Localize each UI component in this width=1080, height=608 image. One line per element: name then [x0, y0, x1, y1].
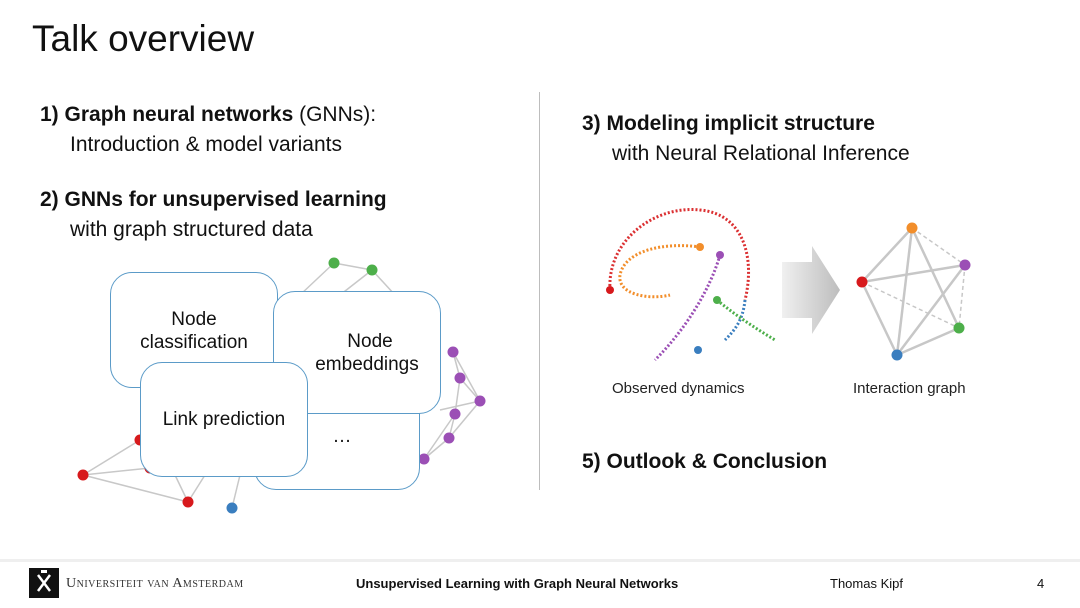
blue-node [891, 349, 903, 361]
item-2-number: 2) [40, 188, 59, 211]
observed-dynamics-figure [606, 208, 776, 362]
green-node [366, 264, 378, 276]
item-3-heading: 3) Modeling implicit structure [582, 112, 875, 136]
interaction-graph-caption: Interaction graph [853, 380, 966, 397]
blue-endpoint [694, 346, 702, 354]
purple-node [959, 259, 971, 271]
purple-node [443, 432, 455, 444]
footer-talk-title: Unsupervised Learning with Graph Neural … [356, 576, 679, 591]
arrow-icon [782, 246, 840, 334]
purple-endpoint [716, 251, 724, 259]
purple-node [454, 372, 466, 384]
node-embeddings-line2: embeddings [315, 354, 419, 375]
red-node [77, 469, 89, 481]
purple-node [449, 408, 461, 420]
background-graph [77, 257, 486, 514]
ellipsis-text: … [332, 426, 352, 447]
item-1-number: 1) [40, 103, 59, 126]
item-1-sub: Introduction & model variants [70, 133, 342, 156]
link-prediction-text: Link prediction [162, 409, 286, 430]
item-3-sub: with Neural Relational Inference [612, 142, 910, 165]
interaction-graph-figure [856, 222, 971, 361]
item-2-bold: GNNs for unsupervised learning [64, 188, 387, 211]
blue-node [226, 502, 238, 514]
green-endpoint [713, 296, 721, 304]
university-name: Universiteit van Amsterdam [66, 576, 244, 591]
item-5-number: 5) [582, 450, 601, 473]
graph-nodes [77, 257, 486, 514]
node-classification-line2: classification [140, 332, 248, 353]
slide-title: Talk overview [32, 18, 255, 59]
observed-dynamics-caption: Observed dynamics [612, 380, 745, 397]
red-node [856, 276, 868, 288]
footer-author: Thomas Kipf [830, 576, 903, 591]
university-logo-icon [29, 568, 59, 598]
node-embeddings-line1: Node [347, 331, 393, 352]
item-1-heading: 1) Graph neural networks (GNNs): [40, 103, 376, 127]
footer-divider [0, 559, 1080, 562]
page-number: 4 [1037, 576, 1045, 591]
purple-node [474, 395, 486, 407]
node-embeddings-card: Node embeddings [273, 291, 441, 414]
item-3-number: 3) [582, 112, 601, 135]
green-node [953, 322, 965, 334]
item-1-rest: (GNNs): [293, 103, 377, 126]
item-3-bold: Modeling implicit structure [606, 112, 875, 135]
orange-endpoint [696, 243, 704, 251]
purple-node [418, 453, 430, 465]
red-node [182, 496, 194, 508]
item-5-bold: Outlook & Conclusion [606, 450, 828, 473]
orange-node [906, 222, 918, 234]
purple-node [447, 346, 459, 358]
item-2-sub: with graph structured data [70, 218, 313, 241]
column-divider [539, 92, 540, 490]
red-endpoint [606, 286, 614, 294]
green-node [328, 257, 340, 269]
node-classification-line1: Node [171, 309, 217, 330]
item-5-heading: 5) Outlook & Conclusion [582, 450, 827, 474]
link-prediction-card: Link prediction [140, 362, 308, 477]
item-1-bold: Graph neural networks [64, 103, 294, 126]
item-2-heading: 2) GNNs for unsupervised learning [40, 188, 387, 212]
